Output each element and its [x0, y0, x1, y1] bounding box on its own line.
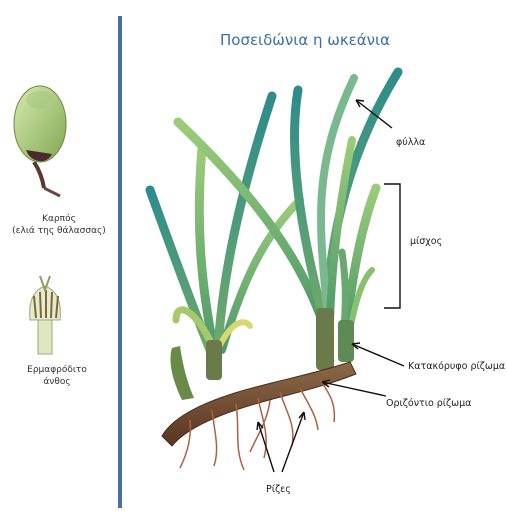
fruit-label: Καρπός (ελιά της θάλασσας) — [2, 213, 116, 237]
flower-label-line1: Ερμαφρόδιτο — [0, 364, 114, 376]
flower-label: Ερμαφρόδιτο άνθος — [0, 364, 114, 388]
label-horizontal-rhizome: Οριζόντιο ρίζωμα — [386, 398, 471, 409]
leaves-right-shoot — [342, 188, 376, 330]
label-shoot: μίσχος — [410, 236, 442, 247]
label-vertical-rhizome: Κατακόρυφο ρίζωμα — [408, 361, 505, 372]
fruit-label-line1: Καρπός — [2, 213, 116, 225]
fruit-label-line2: (ελιά της θάλασσας) — [2, 225, 116, 237]
label-leaves: φύλλα — [396, 137, 425, 148]
fruit-illustration — [14, 86, 66, 196]
flower-label-line2: άνθος — [0, 376, 114, 388]
leaves-left-plant — [150, 96, 300, 350]
flower-illustration — [30, 276, 61, 354]
label-roots: Ρίζες — [266, 484, 291, 495]
